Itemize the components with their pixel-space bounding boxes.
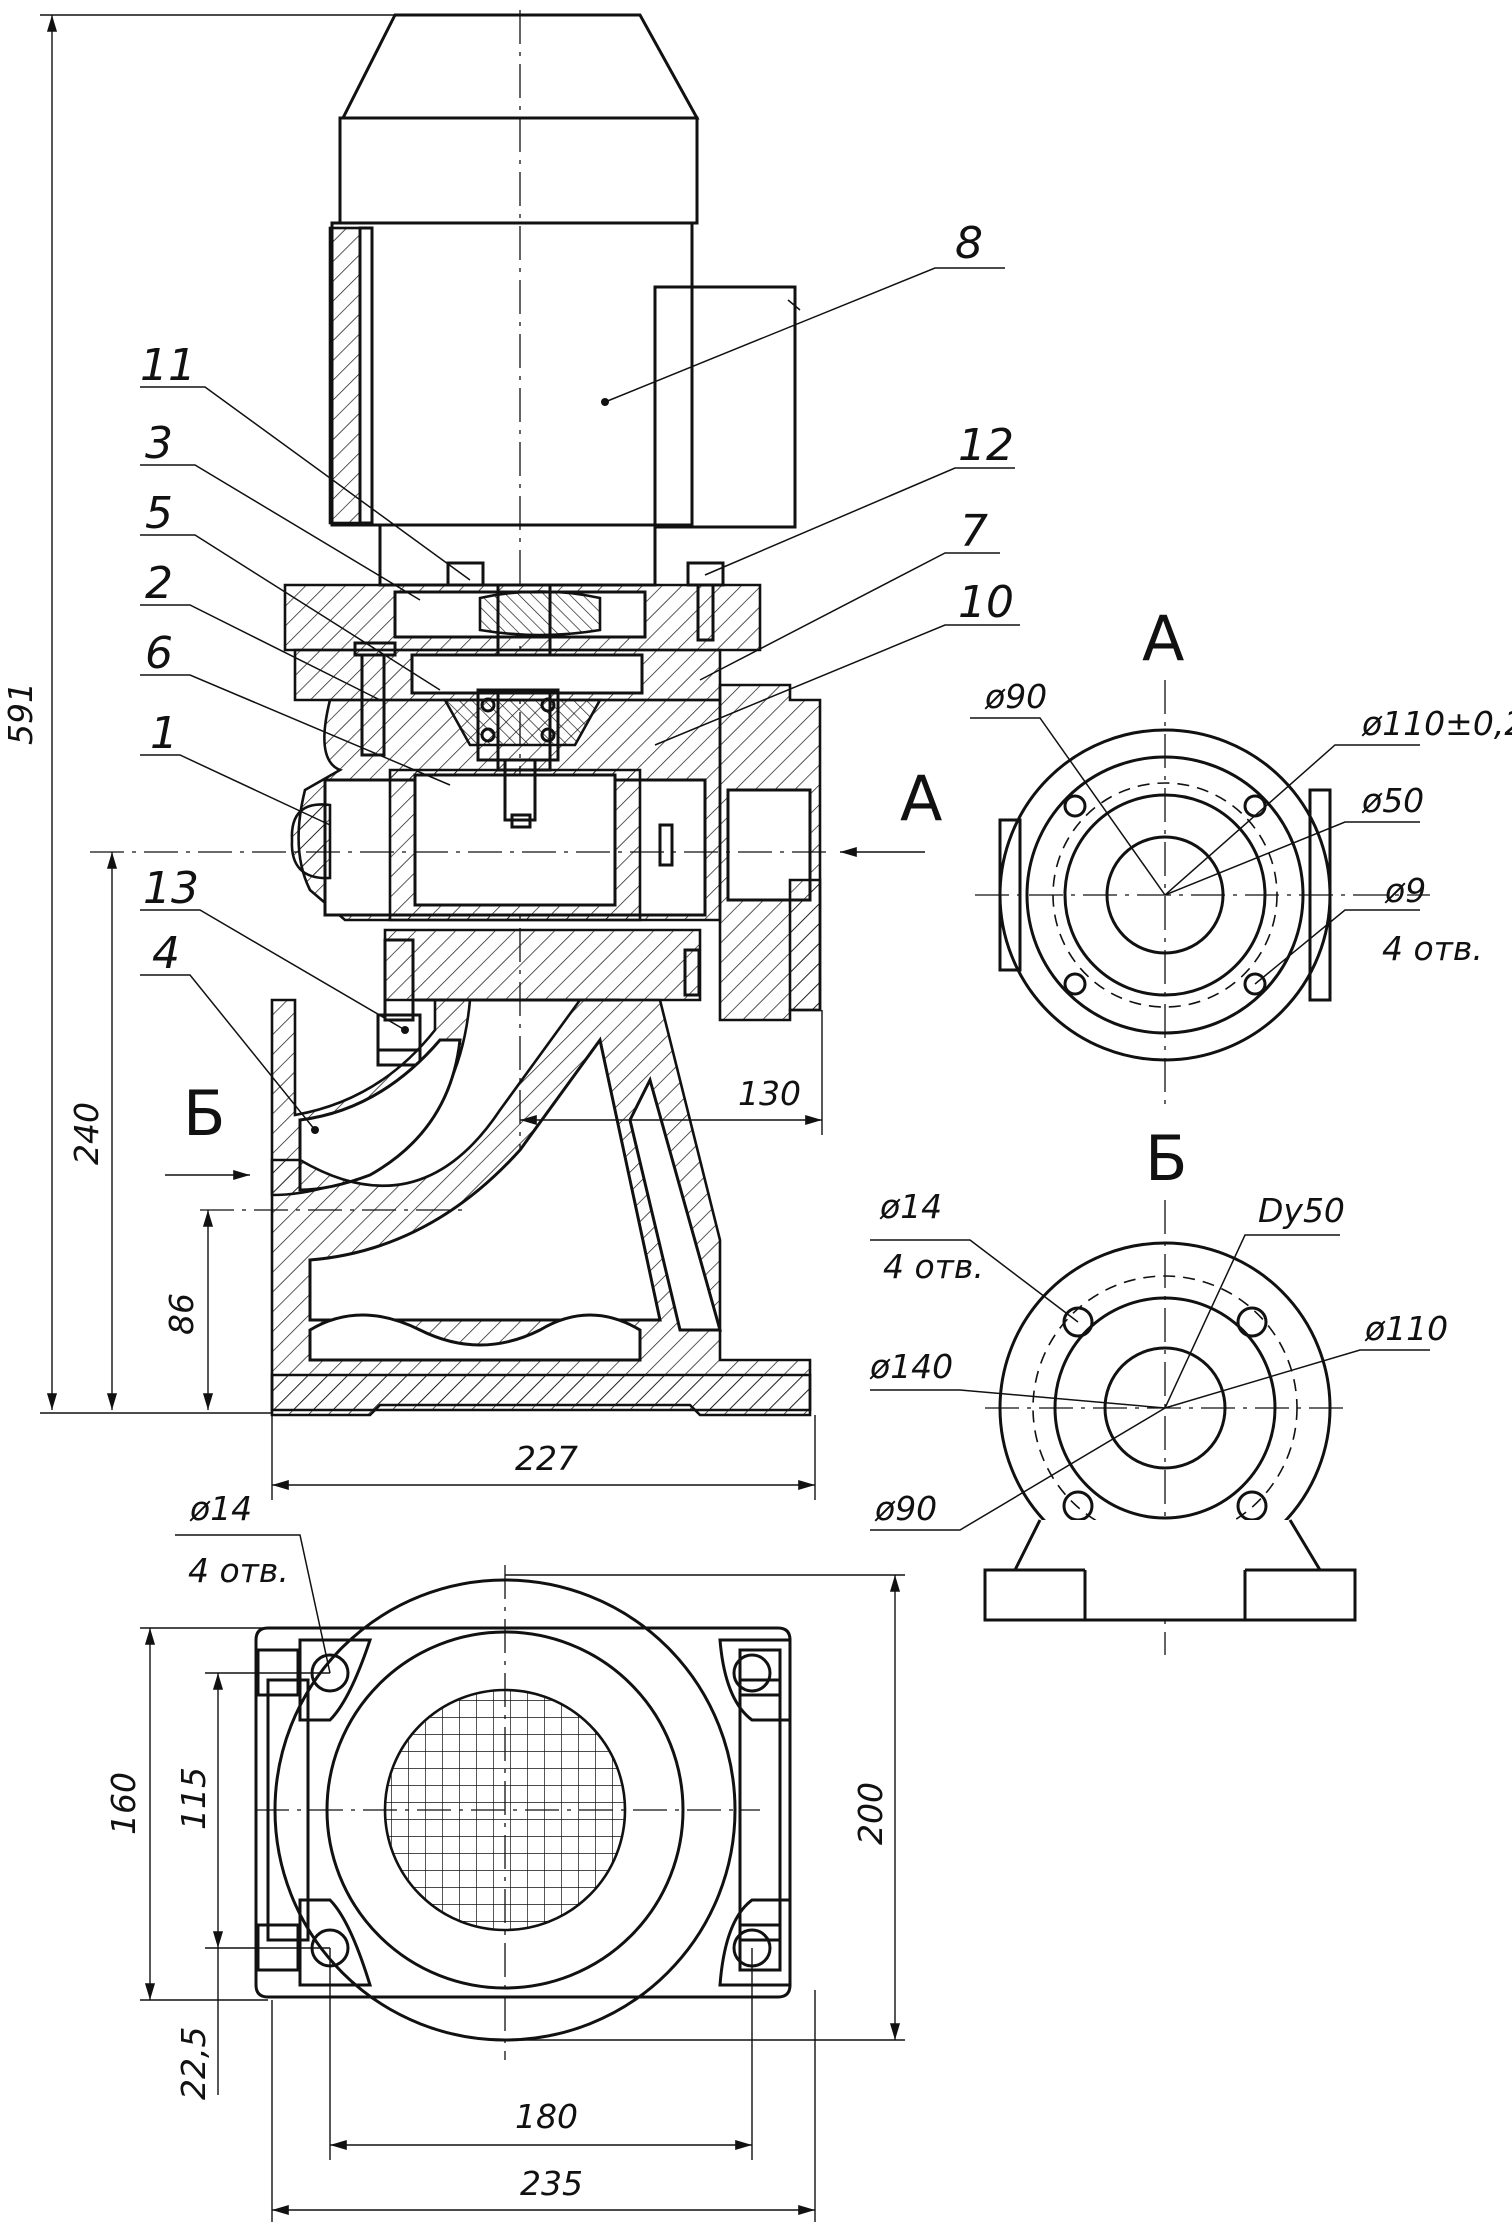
callout-5: 5 [145, 488, 173, 539]
view-a-dia-110: ø110±0,2 [1361, 704, 1512, 743]
view-arrow-label-b: Б [183, 1077, 226, 1150]
view-a-dia-50: ø50 [1361, 781, 1424, 820]
view-b-dia-14: ø14 [879, 1187, 942, 1226]
callout-10: 10 [958, 577, 1014, 628]
dim-591: 591 [1, 682, 40, 745]
plan-dim-180: 180 [515, 2097, 578, 2136]
callout-3: 3 [145, 418, 173, 469]
plan-view: 160 115 22,5 200 180 235 ø14 4 отв. [104, 1489, 905, 2222]
view-b-dia-110: ø110 [1364, 1309, 1448, 1348]
callout-13: 13 [143, 863, 199, 914]
view-b-dia-90: ø90 [874, 1489, 937, 1528]
view-a-hole-count: 4 отв. [1382, 929, 1483, 968]
callout-7: 7 [960, 506, 988, 557]
view-a-dia-90: ø90 [984, 677, 1047, 716]
callouts: 8 11 3 5 2 6 1 13 4 12 7 10 [140, 218, 1020, 1134]
plan-dim-115: 115 [174, 1767, 213, 1830]
callout-12: 12 [958, 420, 1014, 471]
plan-dim-22-5: 22,5 [174, 2027, 213, 2100]
callout-2: 2 [145, 558, 173, 609]
view-a: А ø90 ø110±0,2 ø50 ø9 4 отв. [970, 602, 1512, 1105]
dim-227: 227 [515, 1439, 578, 1478]
callout-1: 1 [150, 708, 178, 759]
view-b-dia-140: ø140 [869, 1347, 953, 1386]
callout-6: 6 [145, 628, 173, 679]
elevation-view: 591 240 86 130 227 А Б [1, 10, 942, 1500]
view-b-title: Б [1145, 1122, 1188, 1195]
view-a-title: А [1142, 602, 1184, 675]
callout-4: 4 [152, 928, 180, 979]
view-b-hole-count: 4 отв. [883, 1247, 984, 1286]
plan-hole-count: 4 отв. [188, 1551, 289, 1590]
plan-dim-200: 200 [851, 1782, 890, 1845]
view-b: Б ø14 4 отв. Dy50 ø140 ø110 ø90 [869, 1122, 1448, 1655]
dim-130: 130 [738, 1074, 801, 1113]
view-a-dia-9: ø9 [1384, 871, 1426, 910]
view-arrow-label-a: А [900, 762, 942, 835]
plan-hole-dia: ø14 [189, 1489, 252, 1528]
dim-240: 240 [67, 1102, 106, 1165]
view-b-dy50: Dy50 [1258, 1191, 1345, 1230]
plan-dim-235: 235 [520, 2164, 583, 2203]
plan-dim-160: 160 [104, 1772, 143, 1835]
callout-11: 11 [140, 340, 196, 391]
callout-8: 8 [955, 218, 983, 269]
dim-86: 86 [162, 1293, 201, 1335]
